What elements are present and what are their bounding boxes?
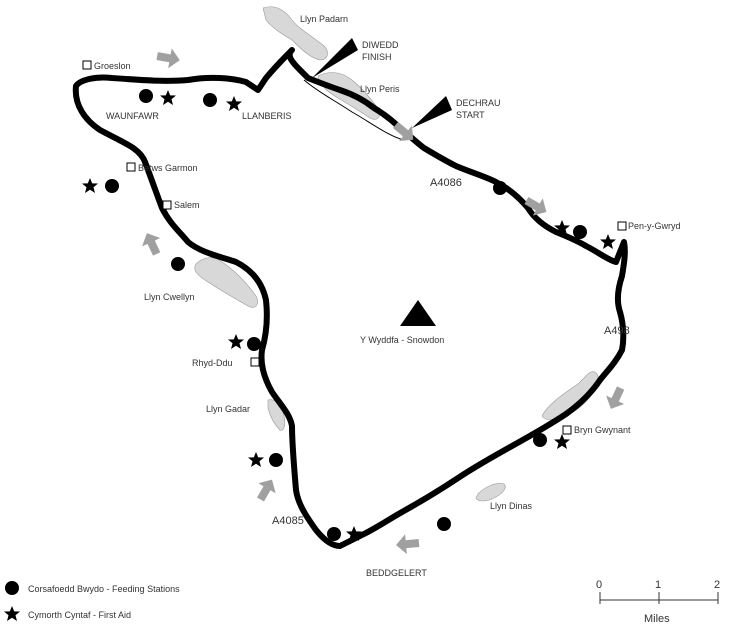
scale-bar <box>599 592 719 604</box>
label-start-welsh: DECHRAU <box>456 98 501 108</box>
feeding-station-icon <box>171 257 185 271</box>
lake-padarn <box>262 6 328 61</box>
label-rhyd-ddu: Rhyd-Ddu <box>192 358 233 368</box>
village-square-icon <box>250 357 260 367</box>
first-aid-star-icon <box>228 334 244 349</box>
direction-arrow-icon <box>395 533 420 556</box>
village-square-icon <box>126 162 136 172</box>
start-pointer-icon <box>412 96 452 128</box>
route-spur-start <box>303 79 405 141</box>
label-bryn-gwynant: Bryn Gwynant <box>574 425 631 435</box>
feeding-station-icon <box>533 433 547 447</box>
first-aid-star-icon <box>226 96 242 111</box>
direction-arrow-icon <box>137 228 166 259</box>
legend-first-aid-label: Cymorth Cyntaf - First Aid <box>28 610 131 620</box>
feeding-station-icon <box>573 225 587 239</box>
label-groeslon: Groeslon <box>94 61 131 71</box>
feeding-station-icon <box>327 527 341 541</box>
label-salem: Salem <box>174 200 200 210</box>
feeding-station-icon <box>105 179 119 193</box>
label-llyn-dinas: Llyn Dinas <box>490 501 533 511</box>
first-aid-star-icon <box>160 90 176 105</box>
label-llyn-peris: Llyn Peris <box>360 84 400 94</box>
label-pen-y-gwryd: Pen-y-Gwryd <box>628 221 681 231</box>
feeding-station-icon <box>493 181 507 195</box>
village-square-icon <box>617 221 627 231</box>
first-aid-star-icon <box>554 434 570 449</box>
label-llyn-gadar: Llyn Gadar <box>206 404 250 414</box>
first-aid-star-icon <box>82 178 98 193</box>
feeding-station-icon <box>247 337 261 351</box>
village-square-icon <box>82 60 92 70</box>
legend: Corsafoedd Bwydo - Feeding Stations Cymo… <box>4 581 180 621</box>
legend-feeding-label: Corsafoedd Bwydo - Feeding Stations <box>28 584 180 594</box>
direction-arrow-icon <box>251 474 281 505</box>
label-betws-garmon: Betws Garmon <box>138 163 198 173</box>
finish-pointer-icon <box>312 38 358 78</box>
scale-tick-1: 1 <box>655 579 661 591</box>
direction-arrows <box>137 46 630 556</box>
legend-feeding-icon <box>5 581 19 595</box>
road-a4085: A4085 <box>272 515 304 527</box>
first-aid-posts <box>82 90 616 541</box>
label-finish-welsh: DIWEDD <box>362 40 399 50</box>
summit-triangle-icon <box>400 300 436 326</box>
village-square-icon <box>162 200 172 210</box>
village-markers <box>82 60 627 435</box>
label-llyn-cwellyn: Llyn Cwellyn <box>144 292 195 302</box>
direction-arrow-icon <box>601 383 630 414</box>
lake-cwellyn <box>194 257 258 308</box>
road-a498: A498 <box>604 325 630 337</box>
label-beddgelert: BEDDGELERT <box>366 568 427 578</box>
label-llanberis: LLANBERIS <box>242 111 292 121</box>
feeding-station-icon <box>139 89 153 103</box>
feeding-station-icon <box>203 93 217 107</box>
label-finish-english: FINISH <box>362 52 392 62</box>
legend-first-aid-star-icon <box>4 606 20 621</box>
direction-arrow-icon <box>155 46 182 70</box>
lakes <box>194 6 599 502</box>
first-aid-star-icon <box>600 234 616 249</box>
scale-unit-label: Miles <box>644 613 670 625</box>
scale-tick-0: 0 <box>596 579 602 591</box>
scale-tick-2: 2 <box>714 579 720 591</box>
feeding-stations <box>105 89 587 541</box>
road-a4086: A4086 <box>430 177 462 189</box>
feeding-station-icon <box>437 517 451 531</box>
feeding-station-icon <box>269 453 283 467</box>
label-llyn-padarn: Llyn Padarn <box>300 14 348 24</box>
label-waunfawr: WAUNFAWR <box>106 111 159 121</box>
village-square-icon <box>562 425 572 435</box>
first-aid-star-icon <box>248 452 264 467</box>
label-start-english: START <box>456 110 485 120</box>
label-snowdon: Y Wyddfa - Snowdon <box>360 335 444 345</box>
lake-dinas <box>475 483 506 502</box>
